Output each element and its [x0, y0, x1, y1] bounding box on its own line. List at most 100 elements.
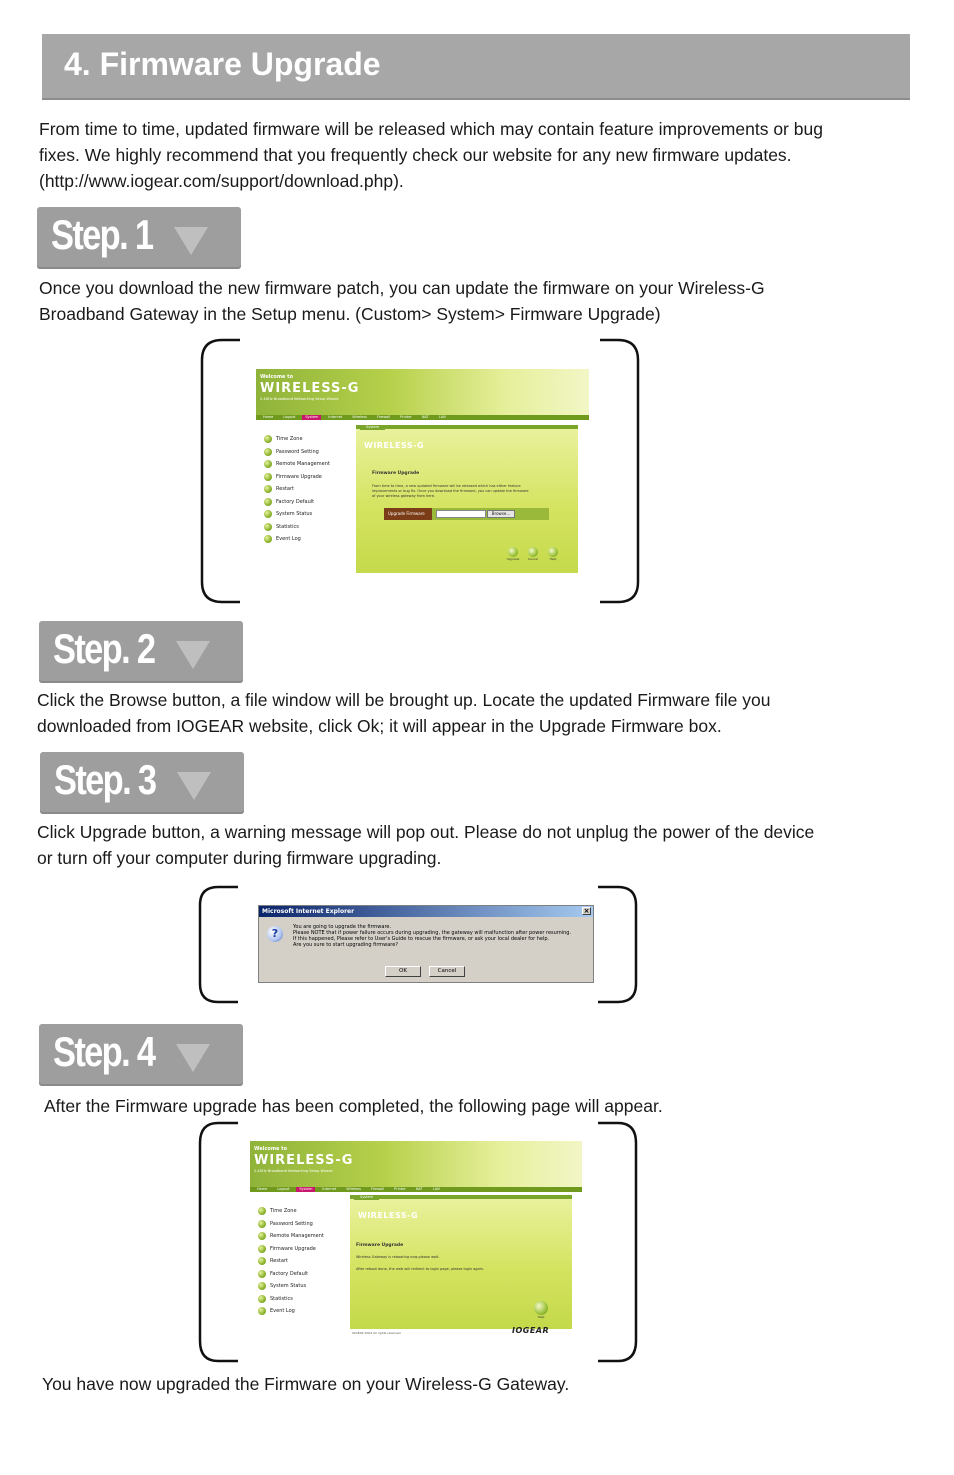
nav-lan[interactable]: LAN — [432, 1187, 440, 1191]
sidebar-item-label: Event Log — [276, 536, 301, 543]
left-bracket — [198, 885, 238, 1004]
sidebar-item-factory[interactable]: Factory Default — [264, 496, 330, 509]
sidebar-item-restart[interactable]: Restart — [264, 483, 330, 496]
intro-line-3: (http://www.iogear.com/support/download.… — [39, 171, 404, 191]
sidebar-item-statistics[interactable]: Statistics — [258, 1293, 324, 1306]
nav-printer[interactable]: Printer — [400, 415, 412, 419]
sidebar-item-status[interactable]: System Status — [258, 1280, 324, 1293]
nav-system[interactable]: System — [296, 1187, 316, 1192]
nav-wireless[interactable]: Wireless — [352, 415, 367, 419]
reboot-text-line-1: Wireless Gateway is rebooting now,please… — [356, 1255, 440, 1259]
sidebar-item-time-zone[interactable]: Time Zone — [264, 433, 330, 446]
sidebar-item-status[interactable]: System Status — [264, 508, 330, 521]
browse-button[interactable]: Browse... — [487, 510, 515, 518]
intro-paragraph: From time to time, updated firmware will… — [39, 116, 919, 194]
help-button[interactable]: Help — [530, 1301, 552, 1319]
sidebar-item-firmware[interactable]: Firmware Upgrade — [264, 471, 330, 484]
upgrade-firmware-label: Upgrade Firmware — [384, 508, 432, 520]
dialog-cancel-button[interactable]: Cancel — [429, 966, 465, 977]
intro-line-1: From time to time, updated firmware will… — [39, 119, 823, 139]
left-bracket — [200, 338, 240, 604]
sidebar-item-event-log[interactable]: Event Log — [258, 1305, 324, 1318]
sidebar-item-factory[interactable]: Factory Default — [258, 1268, 324, 1281]
sidebar-item-label: Password Setting — [276, 448, 319, 455]
step-2-label: Step. 2 — [53, 625, 156, 672]
nav-printer[interactable]: Printer — [394, 1187, 406, 1191]
nav-nat[interactable]: NAT — [421, 415, 429, 419]
step-1-label: Step. 1 — [51, 211, 154, 258]
help-button[interactable]: Help — [546, 547, 560, 563]
brand-logo: WIRELESS-G — [254, 1153, 354, 1168]
ok-button[interactable]: OK — [385, 966, 421, 977]
sidebar-item-label: Firmware Upgrade — [270, 1245, 316, 1252]
bullet-icon — [258, 1219, 266, 1228]
sidebar-item-remote[interactable]: Remote Management — [264, 458, 330, 471]
copyright-text: IOGEAR 2004 All rights reserved — [352, 1331, 401, 1335]
panel-tab: System — [354, 1195, 380, 1200]
upgrade-firmware-row: Upgrade Firmware Browse... — [384, 508, 549, 520]
step-4-line-1: After the Firmware upgrade has been comp… — [44, 1096, 663, 1116]
sidebar-item-event-log[interactable]: Event Log — [264, 533, 330, 546]
reboot-page-screenshot: Welcome to WIRELESS-G 2.4GHz Broadband N… — [250, 1141, 582, 1346]
help-cluster: Help — [530, 1301, 552, 1319]
sidebar-item-label: Restart — [270, 1258, 288, 1265]
nav-logout[interactable]: Logout — [283, 415, 296, 419]
bullet-icon — [264, 522, 272, 531]
sidebar-item-restart[interactable]: Restart — [258, 1255, 324, 1268]
sidebar-item-label: Remote Management — [270, 1233, 324, 1240]
sidebar-item-statistics[interactable]: Statistics — [264, 521, 330, 534]
nav-internet[interactable]: Internet — [328, 415, 343, 419]
action-buttons: Upgrade Cancel Help — [506, 547, 560, 563]
step-1-tab: Step. 1 — [37, 207, 241, 269]
step-2-tab: Step. 2 — [39, 621, 243, 683]
bullet-icon — [264, 497, 272, 506]
step-3-line-2: or turn off your computer during firmwar… — [37, 848, 442, 868]
sidebar-item-label: System Status — [270, 1283, 307, 1290]
right-bracket — [598, 885, 638, 1004]
firmware-file-input[interactable] — [436, 510, 486, 518]
sidebar-item-time-zone[interactable]: Time Zone — [258, 1205, 324, 1218]
nav-wireless[interactable]: Wireless — [346, 1187, 361, 1191]
step-1-line-1: Once you download the new firmware patch… — [39, 278, 765, 298]
bullet-icon — [258, 1294, 266, 1303]
iogear-logo: IOGEAR — [512, 1326, 550, 1335]
down-triangle-icon — [174, 227, 208, 255]
bullet-icon — [258, 1307, 266, 1316]
sidebar-item-remote[interactable]: Remote Management — [258, 1230, 324, 1243]
warning-dialog: Microsoft Internet Explorer × ? You are … — [258, 905, 594, 983]
bullet-icon — [258, 1257, 266, 1266]
router-sidebar: Time Zone Password Setting Remote Manage… — [258, 1205, 324, 1318]
nav-logout[interactable]: Logout — [277, 1187, 290, 1191]
sidebar-item-firmware[interactable]: Firmware Upgrade — [258, 1243, 324, 1256]
nav-lan[interactable]: LAN — [438, 415, 446, 419]
panel-logo: WIRELESS-G — [358, 1211, 419, 1220]
welcome-text: Welcome to — [260, 374, 294, 380]
bullet-icon — [264, 535, 272, 544]
dialog-line-2: Please NOTE that if power failure occurs… — [293, 930, 572, 936]
close-icon[interactable]: × — [582, 907, 591, 915]
step-4-tab: Step. 4 — [39, 1024, 243, 1086]
cancel-button[interactable]: Cancel — [526, 547, 540, 563]
brand-subtitle: 2.4GHz Broadband Networking Setup Wizard — [254, 1169, 333, 1173]
nav-home[interactable]: Home — [263, 415, 274, 419]
nav-nat[interactable]: NAT — [415, 1187, 423, 1191]
dialog-line-4: Are you sure to start upgrading firmware… — [293, 942, 398, 948]
nav-firewall[interactable]: Firewall — [376, 415, 391, 419]
nav-system[interactable]: System — [302, 415, 322, 420]
nav-home[interactable]: Home — [257, 1187, 268, 1191]
section-banner: 4. Firmware Upgrade — [42, 34, 910, 100]
welcome-text: Welcome to — [254, 1146, 288, 1152]
dialog-line-1: You are going to upgrade the firmware. — [293, 924, 392, 930]
panel-logo: WIRELESS-G — [364, 441, 425, 450]
upgrade-button[interactable]: Upgrade — [506, 547, 520, 563]
section-title: 4. Firmware Upgrade — [64, 46, 381, 82]
panel-text-line-2: improvements or bug fix. Once you downlo… — [372, 489, 529, 493]
sidebar-item-password[interactable]: Password Setting — [264, 446, 330, 459]
nav-firewall[interactable]: Firewall — [370, 1187, 385, 1191]
reboot-text-line-2: After reboot done, the web will redirect… — [356, 1267, 484, 1271]
closing-text: You have now upgraded the Firmware on yo… — [42, 1374, 570, 1394]
nav-internet[interactable]: Internet — [322, 1187, 337, 1191]
bullet-icon — [258, 1282, 266, 1291]
sidebar-item-password[interactable]: Password Setting — [258, 1218, 324, 1231]
bullet-icon — [258, 1207, 266, 1216]
